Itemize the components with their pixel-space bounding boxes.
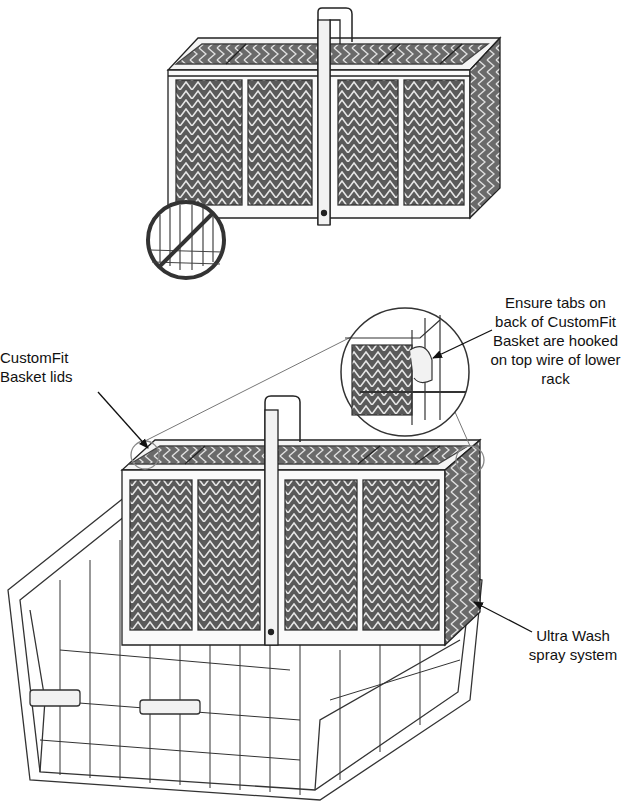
lower-rack-part-part	[120, 540, 121, 780]
basket-top-part	[322, 211, 327, 216]
basket-on-rack-part	[198, 480, 260, 630]
lower-rack-part	[30, 690, 80, 706]
callout-label: Ensure tabs on back of CustomFit Basket …	[490, 293, 621, 388]
detail-magnifier-part-part	[345, 320, 440, 338]
basket-on-rack-part	[122, 440, 480, 470]
detail-magnifier-part	[341, 308, 469, 436]
detail-magnifier-part-part	[352, 345, 412, 415]
prohibition-symbol-part	[159, 213, 213, 267]
callout-label: CustomFit Basket lids	[0, 348, 104, 386]
prohibition-symbol-part-part	[159, 215, 160, 262]
basket-on-rack	[122, 396, 484, 645]
detail-magnifier-part	[345, 315, 466, 425]
leader-arrow	[98, 330, 532, 632]
basket-top-part	[176, 44, 488, 64]
basket-on-rack-part	[122, 470, 445, 645]
leader-arrow-part	[98, 392, 148, 448]
lower-rack-part-part	[380, 640, 381, 752]
basket-on-rack-part	[265, 410, 278, 645]
basket-top-part	[338, 80, 398, 205]
lower-rack-part-part	[340, 650, 341, 780]
detail-magnifier-part-part	[411, 330, 412, 425]
basket-top-part	[176, 80, 242, 205]
basket-top-part	[440, 44, 462, 64]
basket-top-part	[318, 8, 352, 225]
lower-rack-part	[140, 700, 200, 714]
basket-top-part	[168, 38, 500, 70]
basket-on-rack-part	[415, 446, 440, 464]
leader-arrow-part	[474, 602, 532, 632]
basket-top-part	[470, 38, 500, 218]
lower-rack-part-part	[40, 740, 300, 760]
lower-rack-part-part	[300, 640, 301, 795]
detail-magnifier-part-part	[439, 315, 440, 420]
prohibition-symbol-part	[150, 205, 222, 270]
prohibition-symbol-part-part	[150, 250, 222, 252]
basket-top-part	[378, 44, 400, 64]
lower-rack-part	[315, 640, 460, 790]
basket-on-rack-part	[285, 480, 357, 630]
basket-on-rack-part	[445, 440, 480, 645]
basket-on-rack-part	[265, 396, 300, 645]
basket-top-part	[330, 20, 340, 225]
basket-on-rack-part	[130, 446, 468, 464]
prohibition-symbol-part	[148, 202, 224, 278]
basket-top-part	[318, 20, 330, 225]
basket-top-part	[226, 44, 246, 64]
prohibition-symbol-part-part	[191, 205, 192, 270]
basket-top-part	[404, 80, 464, 205]
detail-magnifier-part-part	[410, 347, 432, 383]
basket-on-rack-part	[269, 630, 274, 635]
detail-magnifier	[145, 308, 470, 446]
leader-arrow-part	[433, 330, 492, 358]
lower-rack-part-part	[60, 580, 61, 775]
lower-rack-part-part	[90, 560, 91, 778]
basket-on-rack-part	[363, 480, 439, 630]
lower-rack-part-part	[330, 660, 460, 700]
basket-on-rack-part	[358, 446, 380, 464]
prohibition-symbol-part-part	[212, 215, 213, 262]
callout-label: Ultra Wash spray system	[525, 626, 621, 664]
basket-on-rack-part	[456, 446, 484, 474]
detail-magnifier-part-part	[360, 391, 466, 393]
basket-on-rack-part	[130, 480, 192, 630]
lower-rack-part-part	[60, 650, 290, 670]
prohibition-symbol	[148, 202, 224, 278]
detail-magnifier-part	[145, 335, 355, 441]
basket-top	[168, 8, 500, 225]
basket-on-rack-part	[185, 446, 205, 464]
prohibition-symbol-part-part	[202, 208, 203, 266]
detail-magnifier-part	[455, 412, 470, 446]
prohibition-symbol-part-part	[179, 205, 180, 270]
basket-top-part	[248, 80, 312, 205]
